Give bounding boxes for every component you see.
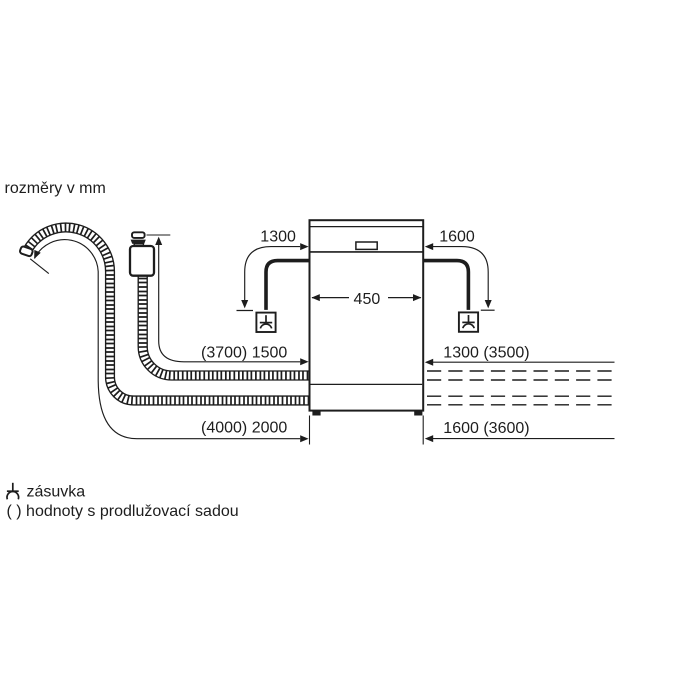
svg-text:rozměry v mm: rozměry v mm [5, 180, 106, 197]
svg-text:1600 (3600): 1600 (3600) [443, 420, 529, 437]
svg-text:1300: 1300 [260, 229, 296, 246]
svg-text:450: 450 [354, 291, 381, 308]
svg-text:(3700) 1500: (3700) 1500 [201, 345, 287, 362]
svg-text:zásuvka: zásuvka [27, 484, 86, 501]
svg-text:1300 (3500): 1300 (3500) [443, 345, 529, 362]
svg-text:1600: 1600 [439, 229, 475, 246]
svg-text:(4000) 2000: (4000) 2000 [201, 420, 287, 437]
svg-text:( ) hodnoty s prodlužovací sad: ( ) hodnoty s prodlužovací sadou [7, 503, 239, 520]
